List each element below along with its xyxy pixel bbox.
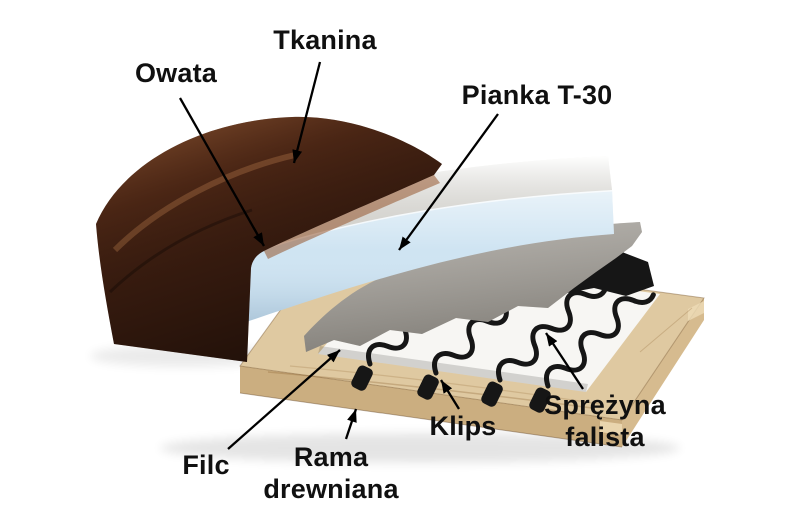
label-rama-line2: drewniana (263, 474, 399, 505)
rama-arrow (344, 408, 358, 440)
wavy-spring (544, 292, 656, 389)
label-owata: Owata (134, 58, 218, 88)
leather-shading (96, 116, 442, 362)
spring-clips (351, 365, 551, 413)
frame-opening-shadow (318, 346, 588, 392)
wooden-frame-front (240, 366, 622, 447)
label-filc: Filc (182, 450, 230, 480)
label-tkanina: Tkanina (273, 25, 377, 55)
spring-clip (351, 365, 373, 391)
label-sprezyna-falista: Sprężyna falista (544, 389, 666, 454)
frame-corner-joint (600, 421, 622, 435)
tkanina-arrow (292, 61, 322, 164)
spring-clip (481, 381, 503, 407)
wadding-shading (236, 156, 612, 258)
sprezyna-arrow (545, 332, 584, 390)
annotation-arrows (178, 61, 584, 450)
spring-clip (417, 374, 439, 400)
wooden-frame-side (622, 298, 704, 447)
spring-clip (529, 387, 551, 413)
wood-grain (289, 365, 601, 405)
frame-front-bottom-edge (239, 392, 623, 448)
label-klips: Klips (429, 411, 497, 441)
wood-grain (267, 371, 593, 409)
owata-arrow (178, 97, 266, 247)
felt-shading (304, 222, 642, 352)
leather-crease (108, 208, 253, 294)
leather-cut-edge (264, 175, 440, 259)
klips-arrow (440, 379, 460, 410)
ground-shadow (160, 433, 680, 463)
label-pianka: Pianka T-30 (461, 80, 613, 110)
foam-shading (236, 190, 614, 324)
filc-arrow (227, 349, 341, 450)
label-rama-drewniana: Rama drewniana (263, 441, 398, 506)
label-sprezyna-line1: Sprężyna (544, 390, 666, 420)
frame-corner-joint (688, 301, 704, 321)
pianka-arrow (398, 113, 499, 251)
leather-crease-highlight (112, 152, 296, 253)
label-sprezyna-line2: falista (565, 422, 645, 453)
label-rama-line1: Rama (293, 442, 369, 472)
wood-grain (639, 307, 693, 353)
wavy-spring (496, 286, 608, 383)
